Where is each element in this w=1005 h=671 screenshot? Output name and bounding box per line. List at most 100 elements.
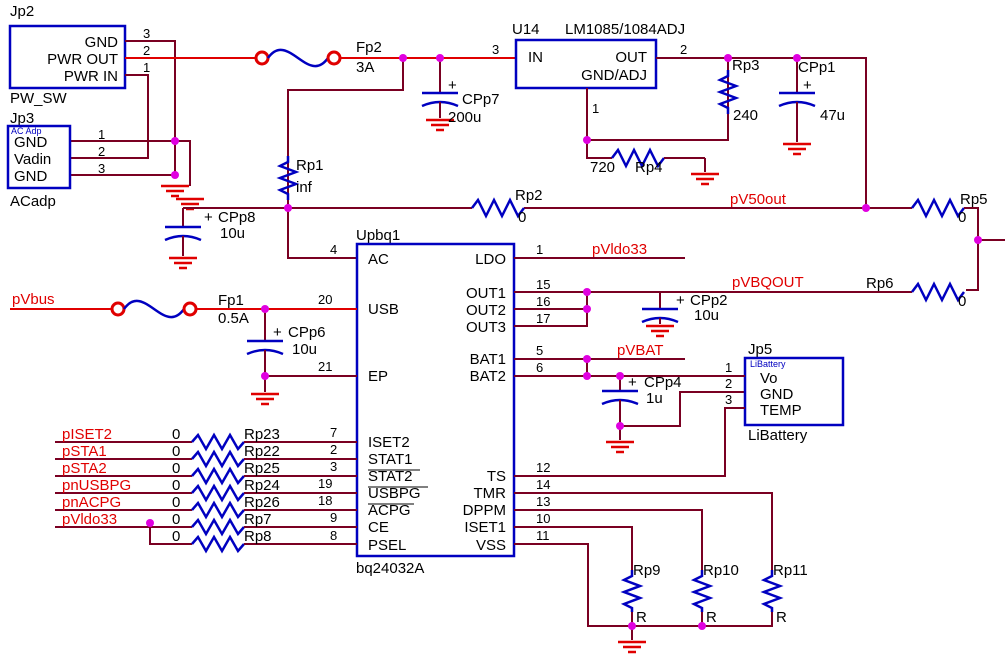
jp2-pin-num: 1 [143,60,150,75]
fp1-val: 0.5A [218,310,249,327]
rp5-val: 0 [958,209,966,226]
ic-pin-tmr: TMR [474,485,507,502]
jp5-pin-num: 2 [725,376,732,391]
left-resistor-ref: Rp7 [244,511,272,528]
jp3-pin-vadin: Vadin [14,151,51,168]
left-resistor-val: 0 [172,494,180,511]
left-resistor [191,534,245,554]
u14-pin-out-num: 2 [680,42,687,57]
left-net-label: pSTA1 [62,443,107,460]
left-resistor-ref: Rp26 [244,494,280,511]
ic-pin-num: 5 [536,343,543,358]
cpp4-val: 1u [646,390,663,407]
u14-adj: GND/ADJ [581,67,647,84]
jp5-name: LiBattery [748,427,808,444]
ic-pin-num: 7 [330,425,337,440]
jp5-pin-num: 1 [725,360,732,375]
ic-pin-usb: USB [368,301,399,318]
resistor-rp5: Rp5 0 [911,191,988,226]
connector-jp3: Jp3 AC Adp GND Vadin GND 1 2 3 ACadp [6,110,105,210]
net-pvbus: pVbus [12,291,55,308]
ic-pin-num: 9 [330,510,337,525]
resistor-rp3: Rp3 240 [716,57,760,124]
jp2-pin-pwr-in: PWR IN [64,68,118,85]
resistor-rp6: Rp6 0 [866,275,966,310]
left-resistor-val: 0 [172,511,180,528]
fuse-fp2: Fp2 3A [254,39,382,76]
left-resistor [191,466,245,486]
left-net-label: pVldo33 [62,511,117,528]
left-resistor-val: 0 [172,426,180,443]
jp3-ref: Jp3 [10,110,34,127]
jp3-pin-num: 2 [98,144,105,159]
ic-ref: Upbq1 [356,227,400,244]
ic-pin-psel: PSEL [368,537,406,554]
ic-pin-stat1: STAT1 [368,451,412,468]
ic-pin-usbpg: USBPG [368,485,421,502]
cpp4-ref: CPp4 [644,374,682,391]
ic-pin-num: 13 [536,494,550,509]
jp3-pin-num: 3 [98,161,105,176]
capacitor-cpp7: + CPp7 200u [421,58,500,132]
ic-pin-num: 12 [536,460,550,475]
cpp8-ref: CPp8 [218,209,256,226]
ic-pin-num: 19 [318,476,332,491]
cpp8-val: 10u [220,225,245,242]
ic-pin-num: 21 [318,359,332,374]
fp2-val: 3A [356,59,374,76]
jp5-tag: LiBattery [750,359,786,369]
ic-pin-bat1: BAT1 [470,351,506,368]
ic-pin-ce: CE [368,519,389,536]
left-resistor [191,432,245,452]
ic-pin-num: 2 [330,442,337,457]
jp2-pin-num: 2 [143,43,150,58]
capacitor-cpp4: + CPp4 1u [601,374,682,454]
cpp1-plus: + [803,77,812,94]
net-pv50out: pV50out [730,191,787,208]
ic-pin-num: 10 [536,511,550,526]
jp2-pin-gnd: GND [85,34,119,51]
rp1-val: inf [296,179,313,196]
jp2-ref: Jp2 [10,3,34,20]
connector-jp5: Jp5 LiBattery Vo GND TEMP 1 2 3 LiBatter… [725,341,845,444]
rp3-ref: Rp3 [732,57,760,74]
rp11-val: R [776,609,787,626]
rp5-ref: Rp5 [960,191,988,208]
capacitor-cpp1: + CPp1 47u [778,58,845,156]
resistor-rp10: Rp10 R [690,562,739,626]
ic-pin-num: 16 [536,294,550,309]
left-resistor-val: 0 [172,477,180,494]
ic-pin-stat2: STAT2 [368,468,412,485]
rp9-val: R [636,609,647,626]
cpp2-val: 10u [694,307,719,324]
left-resistor-ref: Rp23 [244,426,280,443]
ic-pin-ts: TS [487,468,506,485]
cpp6-ref: CPp6 [288,324,326,341]
net-pvbqout: pVBQOUT [732,274,804,291]
cpp2-plus: + [676,292,685,309]
ic-pin-acpg: ACPG [368,502,411,519]
rp11-ref: Rp11 [773,562,808,579]
jp5-ref: Jp5 [748,341,772,358]
ic-pin-iset2: ISET2 [368,434,410,451]
jp3-pin-gnd: GND [14,134,48,151]
cpp4-plus: + [628,374,637,391]
cpp7-val: 200u [448,109,481,126]
resistor-rp1: Rp1 inf [276,156,324,200]
connector-jp2: Jp2 GND PWR OUT PWR IN 3 2 1 PW_SW [8,3,150,107]
left-resistor [191,517,245,537]
rp10-ref: Rp10 [703,562,739,579]
left-resistor-ref: Rp25 [244,460,280,477]
resistor-rp9: Rp9 R [620,562,661,626]
jp2-pin-num: 3 [143,26,150,41]
jp3-pin-num: 1 [98,127,105,142]
left-net-label: pISET2 [62,426,112,443]
rp2-val: 0 [518,209,526,226]
fuse-fp1: Fp1 0.5A [110,292,249,327]
ic-pin-dppm: DPPM [463,502,506,519]
jp3-tag: AC Adp [11,126,42,136]
ic-pin-num: 14 [536,477,550,492]
rp6-val: 0 [958,293,966,310]
